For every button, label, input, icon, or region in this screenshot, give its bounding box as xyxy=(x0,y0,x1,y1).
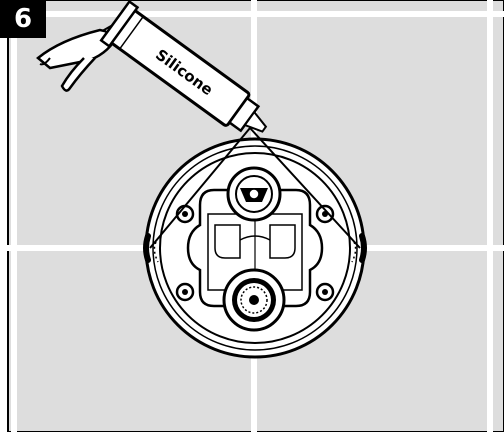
step-number-badge: 6 xyxy=(0,0,46,38)
upper-cartridge-icon xyxy=(226,166,282,222)
valve-body-icon xyxy=(186,176,324,320)
lower-cartridge-icon xyxy=(222,268,286,332)
application-lines xyxy=(149,127,361,249)
step-number: 6 xyxy=(13,4,33,34)
